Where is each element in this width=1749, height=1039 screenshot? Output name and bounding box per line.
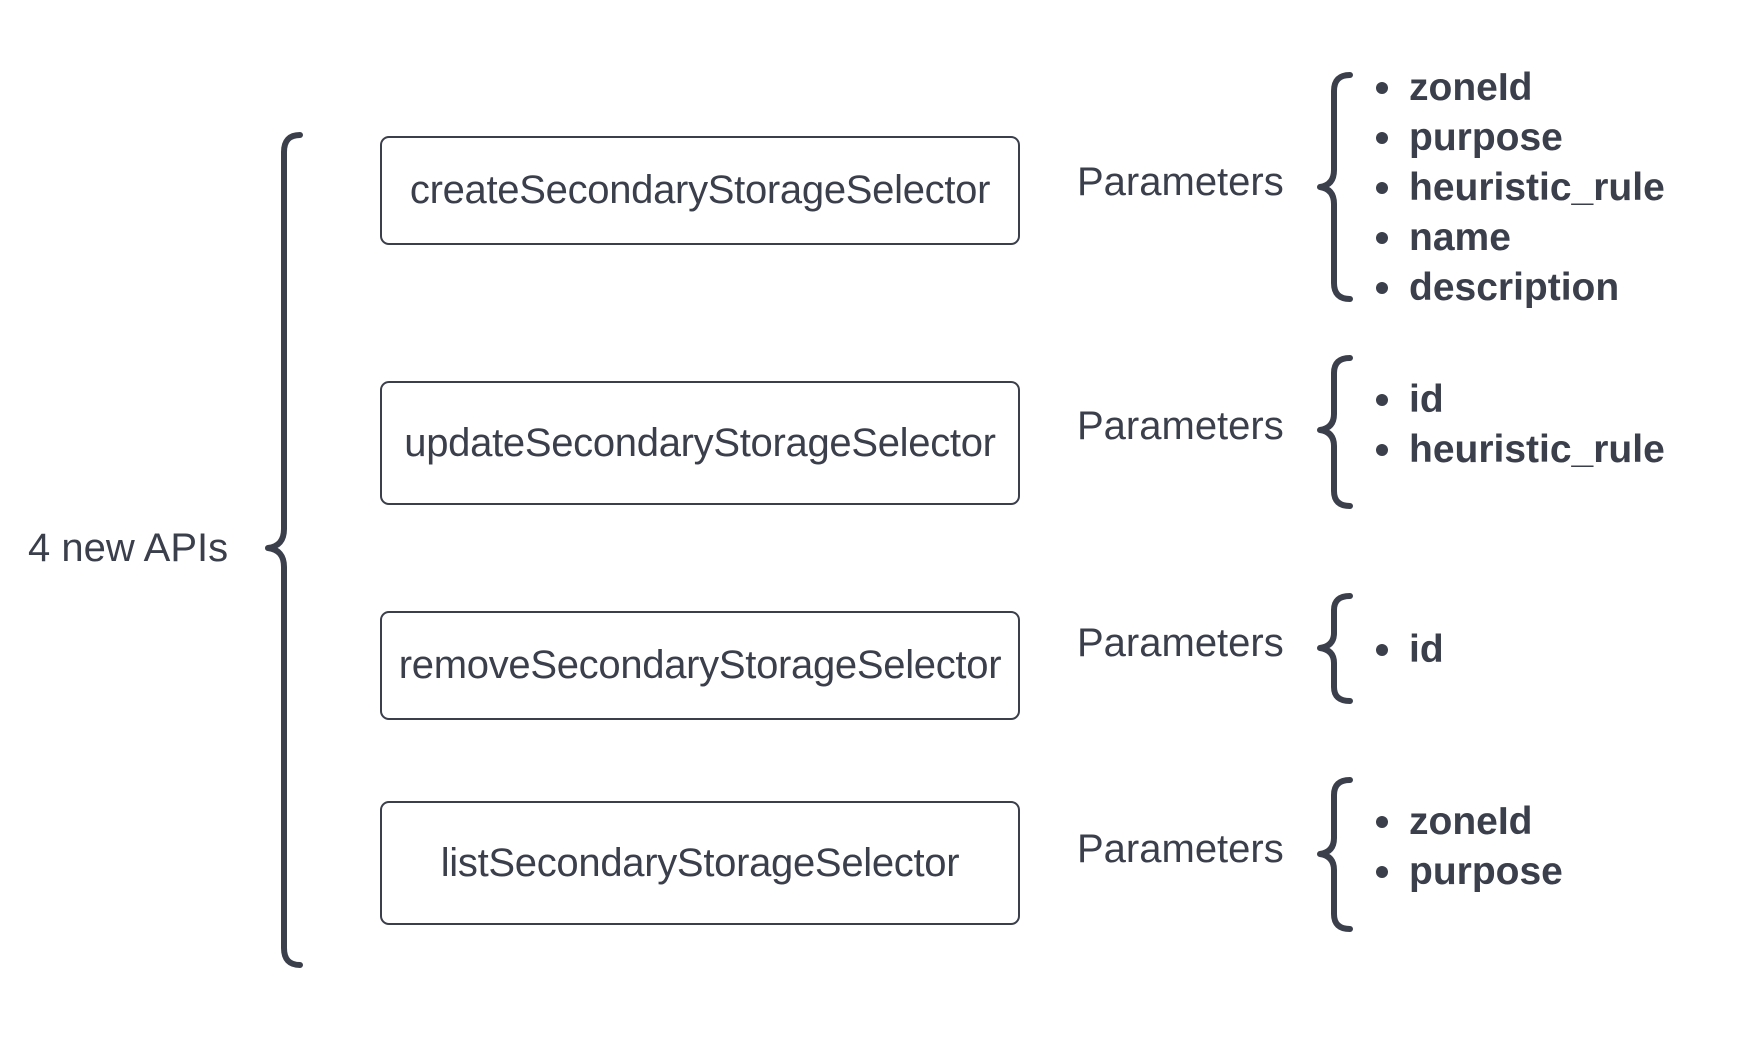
- param-brace-remove-icon: [1317, 593, 1353, 704]
- parameters-label: Parameters: [1077, 160, 1284, 204]
- bullet-icon: [1376, 132, 1388, 144]
- param-item: name: [1376, 213, 1665, 263]
- parameters-label: Parameters: [1077, 621, 1284, 665]
- root-brace-icon: [265, 132, 303, 968]
- param-name: purpose: [1409, 116, 1563, 159]
- bullet-icon: [1376, 232, 1388, 244]
- bullet-icon: [1376, 282, 1388, 294]
- bullet-icon: [1376, 394, 1388, 406]
- param-name: heuristic_rule: [1409, 166, 1665, 209]
- param-brace-update-icon: [1317, 355, 1353, 509]
- api-name: removeSecondaryStorageSelector: [398, 643, 1002, 687]
- param-name: id: [1409, 628, 1444, 671]
- param-item: heuristic_rule: [1376, 163, 1665, 213]
- param-item: purpose: [1376, 113, 1665, 163]
- param-brace-list-icon: [1317, 777, 1353, 932]
- param-name: purpose: [1409, 850, 1563, 893]
- param-list-update: id heuristic_rule: [1376, 375, 1665, 475]
- bullet-icon: [1376, 444, 1388, 456]
- bullet-icon: [1376, 866, 1388, 878]
- root-label: 4 new APIs: [28, 526, 229, 570]
- param-item: zoneId: [1376, 63, 1665, 113]
- param-name: heuristic_rule: [1409, 428, 1665, 471]
- param-name: name: [1409, 216, 1511, 259]
- bullet-icon: [1376, 82, 1388, 94]
- api-box-list: listSecondaryStorageSelector: [380, 801, 1020, 925]
- param-item: id: [1376, 375, 1665, 425]
- api-name: listSecondaryStorageSelector: [440, 840, 960, 885]
- api-name: createSecondaryStorageSelector: [409, 168, 991, 212]
- bullet-icon: [1376, 816, 1388, 828]
- param-name: description: [1409, 266, 1620, 309]
- param-item: id: [1376, 625, 1444, 675]
- param-name: id: [1409, 378, 1444, 421]
- param-item: purpose: [1376, 847, 1563, 897]
- api-name: updateSecondaryStorageSelector: [404, 420, 996, 465]
- api-box-create: createSecondaryStorageSelector: [380, 136, 1020, 245]
- api-box-update: updateSecondaryStorageSelector: [380, 381, 1020, 505]
- param-item: description: [1376, 263, 1665, 313]
- param-list-list: zoneId purpose: [1376, 797, 1563, 897]
- param-item: heuristic_rule: [1376, 425, 1665, 475]
- bullet-icon: [1376, 644, 1388, 656]
- parameters-label: Parameters: [1077, 827, 1284, 871]
- param-name: zoneId: [1409, 800, 1533, 843]
- bullet-icon: [1376, 182, 1388, 194]
- parameters-label: Parameters: [1077, 404, 1284, 448]
- param-list-create: zoneId purpose heuristic_rule name descr…: [1376, 63, 1665, 313]
- api-box-remove: removeSecondaryStorageSelector: [380, 611, 1020, 720]
- param-list-remove: id: [1376, 625, 1444, 675]
- param-brace-create-icon: [1317, 72, 1353, 302]
- param-item: zoneId: [1376, 797, 1563, 847]
- param-name: zoneId: [1409, 66, 1533, 109]
